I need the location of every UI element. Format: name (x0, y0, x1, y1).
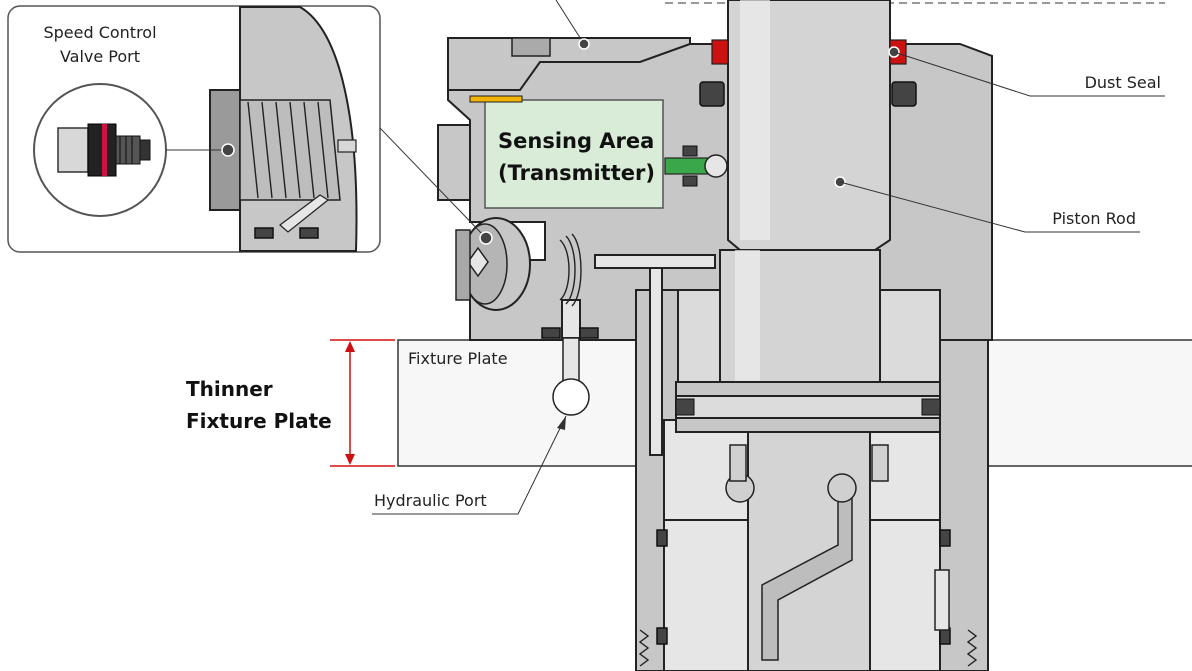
speed-control-label-1: Speed Control (43, 23, 156, 42)
sensing-area-label-2: (Transmitter) (498, 161, 655, 185)
thinner-label-2: Fixture Plate (186, 409, 332, 433)
thinner-label-1: Thinner (186, 377, 273, 401)
sensor-probe (664, 145, 728, 187)
fixture-plate-label: Fixture Plate (408, 349, 508, 368)
top-arm-leader (555, 0, 590, 50)
sensing-area-panel: Sensing Area (Transmitter) (469, 95, 664, 209)
thinner-fixture-dimension: Thinner Fixture Plate (186, 339, 395, 467)
speed-control-inset: Speed Control Valve Port (7, 5, 381, 253)
dust-seal-callout: Dust Seal (888, 46, 1165, 97)
piston-rod (675, 0, 941, 671)
hydraulic-port-label: Hydraulic Port (374, 491, 487, 510)
piston-rod-callout: Piston Rod (834, 176, 1140, 233)
lower-bore-components (638, 444, 978, 667)
speed-control-valve (437, 124, 582, 311)
speed-control-label-2: Valve Port (60, 47, 140, 66)
piston-rod-label: Piston Rod (1052, 209, 1136, 228)
dust-seal-label: Dust Seal (1085, 73, 1161, 92)
inset-connector (379, 127, 493, 245)
upper-seals (541, 39, 917, 339)
hydraulic-port (552, 337, 590, 416)
fixture-plate (397, 339, 1192, 467)
sensing-area-label-1: Sensing Area (498, 129, 654, 153)
hydraulic-port-callout: Hydraulic Port (372, 415, 567, 515)
